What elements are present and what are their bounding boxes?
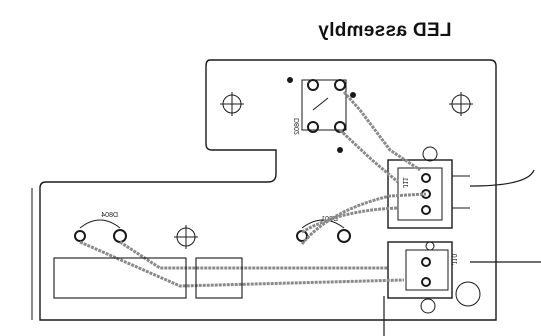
connector-pin — [421, 257, 431, 267]
cable-wire — [469, 169, 535, 187]
mounting-hole-crosshair — [174, 225, 198, 249]
mounting-hole-crosshair — [220, 92, 244, 116]
component-body — [53, 257, 187, 299]
copper-traces — [79, 91, 427, 288]
j10-label: J10 — [450, 254, 457, 265]
d804-footprint — [74, 219, 127, 243]
board-outline — [39, 59, 497, 321]
led-pad — [74, 230, 86, 242]
component-body — [195, 257, 243, 299]
j10-connector — [387, 241, 481, 314]
d802-footprint — [287, 77, 356, 153]
led-pad — [307, 79, 319, 91]
d802-label: D802 — [294, 118, 301, 135]
d804-label: D804 — [101, 212, 118, 219]
connector-pin — [421, 173, 431, 183]
mounting-hole-crosshair — [449, 92, 473, 116]
j11-connector — [387, 146, 470, 229]
j11-label: J11 — [401, 177, 408, 188]
